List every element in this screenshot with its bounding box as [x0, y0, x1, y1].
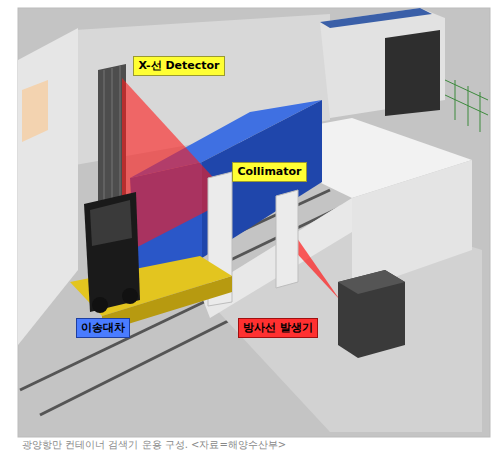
label-text: X-선 Detector: [138, 59, 219, 72]
wall-face: [352, 160, 472, 292]
window: [22, 80, 48, 142]
building-roof: [320, 8, 432, 28]
left-wall: [18, 28, 78, 345]
label-text: 방사선 발생기: [243, 321, 313, 334]
collimator-pillar: [276, 190, 298, 288]
generator-label: 방사선 발생기: [238, 318, 318, 338]
figure-caption: 광양항만 컨테이너 검색기 운용 구성. <자료=해양수산부>: [22, 438, 286, 452]
truck-wheel: [122, 288, 138, 304]
label-text: 이송대차: [81, 321, 125, 334]
truck-wheel: [92, 297, 108, 313]
carriage-label: 이송대차: [76, 318, 130, 338]
truck-cab: [84, 192, 140, 312]
gate-opening: [385, 30, 440, 116]
label-text: Collimator: [237, 165, 301, 178]
truck-windshield: [90, 200, 132, 246]
collimator-label: Collimator: [232, 162, 307, 182]
image-frame: [18, 8, 490, 437]
radiation-generator: [338, 270, 405, 358]
fence: [445, 80, 488, 132]
generator-top: [338, 270, 405, 294]
detector-label: X-선 Detector: [133, 56, 225, 76]
building: [320, 8, 445, 118]
